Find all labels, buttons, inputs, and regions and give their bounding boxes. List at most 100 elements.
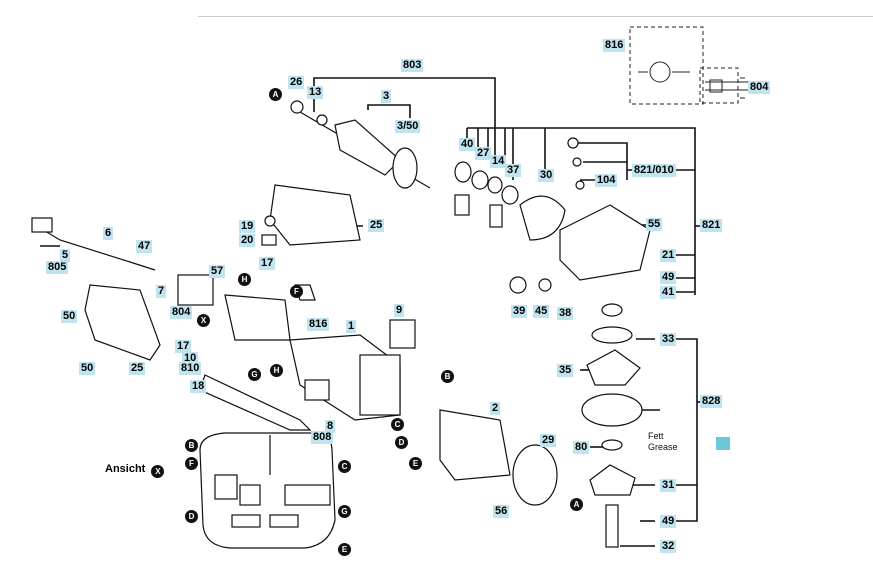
- callout-810: 810: [179, 362, 202, 375]
- callout-828: 828: [700, 395, 723, 408]
- marker-h-top: H: [238, 273, 251, 286]
- callout-18: 18: [190, 380, 207, 393]
- callout-39: 39: [511, 305, 528, 318]
- callout-14: 14: [490, 155, 507, 168]
- callout-32: 32: [660, 540, 677, 553]
- marker-b-view: B: [185, 439, 198, 452]
- grease-note-grease: Grease: [648, 442, 678, 452]
- callout-38: 38: [557, 307, 574, 320]
- marker-c-top: C: [391, 418, 404, 431]
- callout-56: 56: [493, 505, 510, 518]
- flange-30: [519, 195, 566, 241]
- callout-17-bottom: 17: [175, 340, 192, 353]
- brush-part: [454, 194, 470, 216]
- bearing-14: [487, 176, 503, 194]
- legend-color-swatch: [716, 437, 730, 450]
- callout-19: 19: [239, 220, 256, 233]
- callout-3: 3: [381, 90, 392, 103]
- gear-housing-21: [559, 204, 651, 281]
- view-x-caption: Ansicht X: [105, 463, 165, 478]
- callout-41: 41: [660, 286, 677, 299]
- header-rule: [198, 16, 873, 17]
- marker-h-bottom: H: [270, 364, 283, 377]
- marker-x: X: [197, 314, 210, 327]
- marker-g-view: G: [338, 505, 351, 518]
- marker-f-view: F: [185, 457, 198, 470]
- callout-821: 821: [700, 219, 723, 232]
- callout-804-schematic: 804: [748, 81, 771, 94]
- callout-9: 9: [394, 304, 405, 317]
- callout-821-010: 821/010: [632, 164, 676, 177]
- field-coil-2: [439, 409, 511, 481]
- marker-c-view: C: [338, 460, 351, 473]
- label-8: [304, 379, 330, 401]
- callout-10: 10: [182, 352, 199, 365]
- parts: [31, 100, 651, 548]
- callout-2: 2: [490, 402, 501, 415]
- callout-3-50: 3/50: [395, 120, 421, 133]
- callout-5: 5: [60, 249, 71, 262]
- marker-g-top: G: [248, 368, 261, 381]
- callout-13: 13: [307, 86, 324, 99]
- callout-33: 33: [660, 333, 677, 346]
- bearing-27: [471, 170, 489, 190]
- slider-18: [199, 374, 312, 431]
- view-x-label: Ansicht: [105, 463, 146, 475]
- callout-17-top: 17: [259, 257, 276, 270]
- callout-47: 47: [136, 240, 153, 253]
- armature-part: [290, 100, 431, 189]
- spindle-32: [605, 504, 619, 548]
- marker-d-top: D: [395, 436, 408, 449]
- marker-e-top: E: [409, 457, 422, 470]
- callout-49-bottom: 49: [660, 515, 677, 528]
- callout-27: 27: [475, 147, 492, 160]
- washer-80: [601, 439, 623, 451]
- marker-b-top: B: [441, 370, 454, 383]
- callout-55: 55: [646, 218, 663, 231]
- callout-7: 7: [156, 285, 167, 298]
- gasket-35: [586, 349, 641, 386]
- flange-31: [589, 464, 636, 496]
- switch-804: [177, 274, 214, 306]
- callout-50-bottom: 50: [79, 362, 96, 375]
- callout-29: 29: [540, 434, 557, 447]
- callout-80: 80: [573, 441, 590, 454]
- marker-a-bottom: A: [570, 498, 583, 511]
- brush-part-2: [489, 204, 503, 228]
- ring-40: [454, 161, 472, 183]
- callout-50-top: 50: [61, 310, 78, 323]
- marker-a-top: A: [269, 88, 282, 101]
- callout-808: 808: [311, 431, 334, 444]
- handle-housing-25: [84, 284, 161, 361]
- callout-21: 21: [660, 249, 677, 262]
- switch-816: [224, 294, 291, 341]
- marker-x-view: X: [151, 465, 165, 478]
- callout-20: 20: [239, 234, 256, 247]
- ring-29: [512, 444, 558, 506]
- callout-8: 8: [325, 420, 336, 433]
- callout-45: 45: [533, 305, 550, 318]
- marker-f-top: F: [290, 285, 303, 298]
- view-x-drawing: [199, 432, 336, 549]
- callout-31: 31: [660, 479, 677, 492]
- wiring-schematic: [629, 26, 760, 105]
- callout-6: 6: [103, 227, 114, 240]
- marker-e-view: E: [338, 543, 351, 556]
- grease-note-fett: Fett: [648, 431, 664, 441]
- callout-816-schematic: 816: [603, 39, 626, 52]
- o-ring-33: [591, 326, 633, 344]
- label-9: [389, 319, 416, 349]
- callout-30: 30: [538, 169, 555, 182]
- callout-25-handle: 25: [129, 362, 146, 375]
- callout-805: 805: [46, 261, 69, 274]
- callout-25-rear: 25: [368, 219, 385, 232]
- callout-35: 35: [557, 364, 574, 377]
- callout-37: 37: [505, 164, 522, 177]
- marker-d-view: D: [185, 510, 198, 523]
- rear-cover-25: [269, 184, 361, 246]
- callout-1: 1: [346, 320, 357, 333]
- callout-40: 40: [459, 138, 476, 151]
- callout-104: 104: [595, 174, 618, 187]
- bearing-37: [501, 185, 519, 205]
